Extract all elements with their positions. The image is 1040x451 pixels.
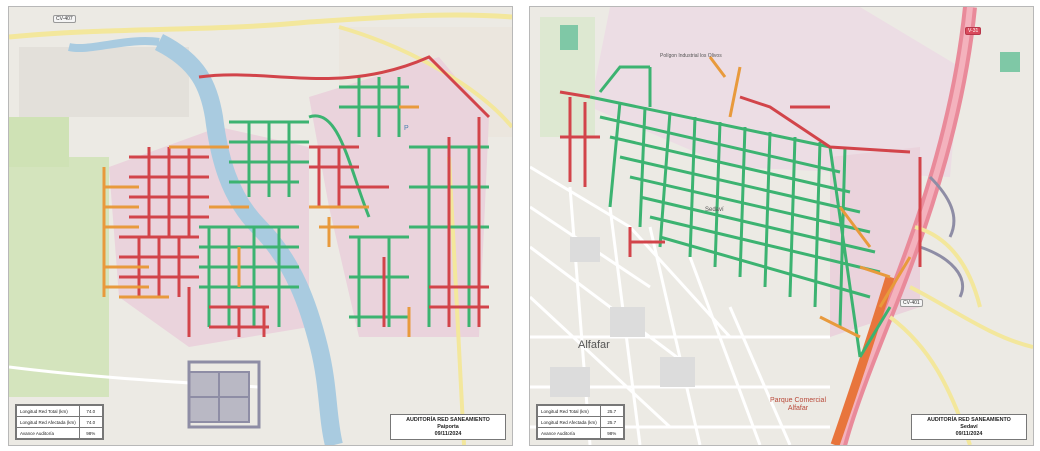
legend-row: Longitud Red Afectada (km)74.0 <box>16 416 103 428</box>
legend-value: 74.0 <box>78 405 103 417</box>
legend-value: 25.7 <box>599 416 624 428</box>
map-title: AUDITORÍA RED SANEAMIENTO <box>406 417 490 423</box>
legend-label: Avance Auditoría <box>16 427 80 439</box>
map-panel-sedavi[interactable]: Polígon Industrial los Olivos Alfafar Se… <box>529 6 1034 446</box>
legend-label: Longitud Red Afectada (km) <box>537 416 601 428</box>
place-label-sedavi: Sedaví <box>705 207 724 213</box>
legend-row: Longitud Red Afectada (km)25.7 <box>537 416 624 428</box>
legend-label: Avance Auditoría <box>537 427 601 439</box>
map-date: 09/11/2024 <box>434 431 462 437</box>
parking-label: P <box>404 125 409 132</box>
legend-label: Longitud Red Total (km) <box>537 405 601 417</box>
map-title-box: AUDITORÍA RED SANEAMIENTO Paiporta 09/11… <box>390 414 506 440</box>
legend-value: 74.0 <box>78 416 103 428</box>
legend-row: Longitud Red Total (km)25.7 <box>537 405 624 417</box>
legend-value: 98% <box>78 427 103 439</box>
legend-table: Longitud Red Total (km)74.0 Longitud Red… <box>15 404 104 440</box>
place-label-alfafar: Alfafar <box>578 339 610 351</box>
legend-row: Longitud Red Total (km)74.0 <box>16 405 103 417</box>
legend-value: 25.7 <box>599 405 624 417</box>
legend-value: 98% <box>599 427 624 439</box>
road-shield: CV-401 <box>900 299 923 307</box>
road-shield: CV-407 <box>53 15 76 23</box>
road-shield: V-31 <box>965 27 982 35</box>
legend-label: Longitud Red Total (km) <box>16 405 80 417</box>
map-title-box: AUDITORÍA RED SANEAMIENTO Sedaví 09/11/2… <box>911 414 1027 440</box>
map-municipality: Sedaví <box>960 424 978 430</box>
legend-table: Longitud Red Total (km)25.7 Longitud Red… <box>536 404 625 440</box>
map-canvas <box>9 7 512 445</box>
place-label-parque-comercial: Parque Comercial Alfafar <box>769 397 827 412</box>
map-title: AUDITORÍA RED SANEAMIENTO <box>927 417 1011 423</box>
map-date: 09/11/2024 <box>955 431 983 437</box>
map-municipality: Paiporta <box>437 424 459 430</box>
legend-label: Longitud Red Afectada (km) <box>16 416 80 428</box>
map-panel-paiporta[interactable]: CV-407 P Longitud Red Total (km)74.0 Lon… <box>8 6 513 446</box>
place-label-industrial: Polígon Industrial los Olivos <box>660 53 722 59</box>
map-canvas <box>530 7 1033 445</box>
